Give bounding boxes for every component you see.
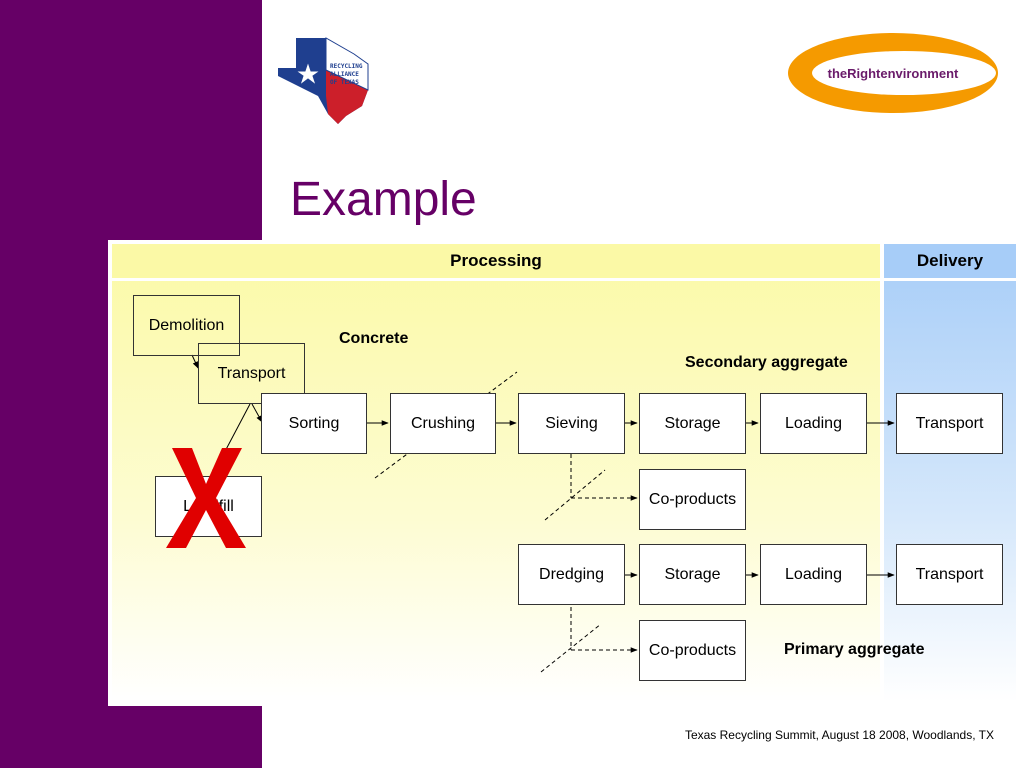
logo-text: theRightenvironment	[827, 65, 959, 81]
loading-box: Loading	[760, 393, 867, 454]
delivery-header: Delivery	[884, 244, 1016, 281]
logo-text-line: RECYCLING	[330, 63, 363, 70]
loading-box: Loading	[760, 544, 867, 605]
processing-header: Processing	[112, 244, 880, 281]
cross-mark-icon	[166, 448, 246, 548]
delivery-panel	[884, 244, 1016, 702]
transport-box: Transport	[896, 393, 1003, 454]
sorting-box: Sorting	[261, 393, 367, 454]
coproducts-box: Co-products	[639, 620, 746, 681]
transport-box-top: Transport	[198, 343, 305, 404]
recycling-alliance-logo: RECYCLING ALLIANCE OF TEXAS	[276, 34, 376, 126]
process-diagram: Processing Delivery Concrete Secondary	[108, 240, 1018, 706]
primary-aggregate-label: Primary aggregate	[784, 641, 925, 658]
concrete-label: Concrete	[339, 330, 409, 347]
processing-panel	[112, 244, 880, 702]
therightenvironment-logo: theRightenvironment	[786, 31, 1000, 115]
storage-box: Storage	[639, 393, 746, 454]
coproducts-box: Co-products	[639, 469, 746, 530]
dredging-box: Dredging	[518, 544, 625, 605]
demolition-box: Demolition	[133, 295, 240, 356]
slide-title: Example	[290, 173, 477, 226]
storage-box: Storage	[639, 544, 746, 605]
sieving-box: Sieving	[518, 393, 625, 454]
crushing-box: Crushing	[390, 393, 496, 454]
footer-text: Texas Recycling Summit, August 18 2008, …	[684, 728, 994, 742]
transport-box: Transport	[896, 544, 1003, 605]
logo-text-line: OF TEXAS	[330, 79, 359, 86]
secondary-aggregate-label: Secondary aggregate	[685, 354, 848, 371]
logo-text-line: ALLIANCE	[330, 71, 359, 78]
